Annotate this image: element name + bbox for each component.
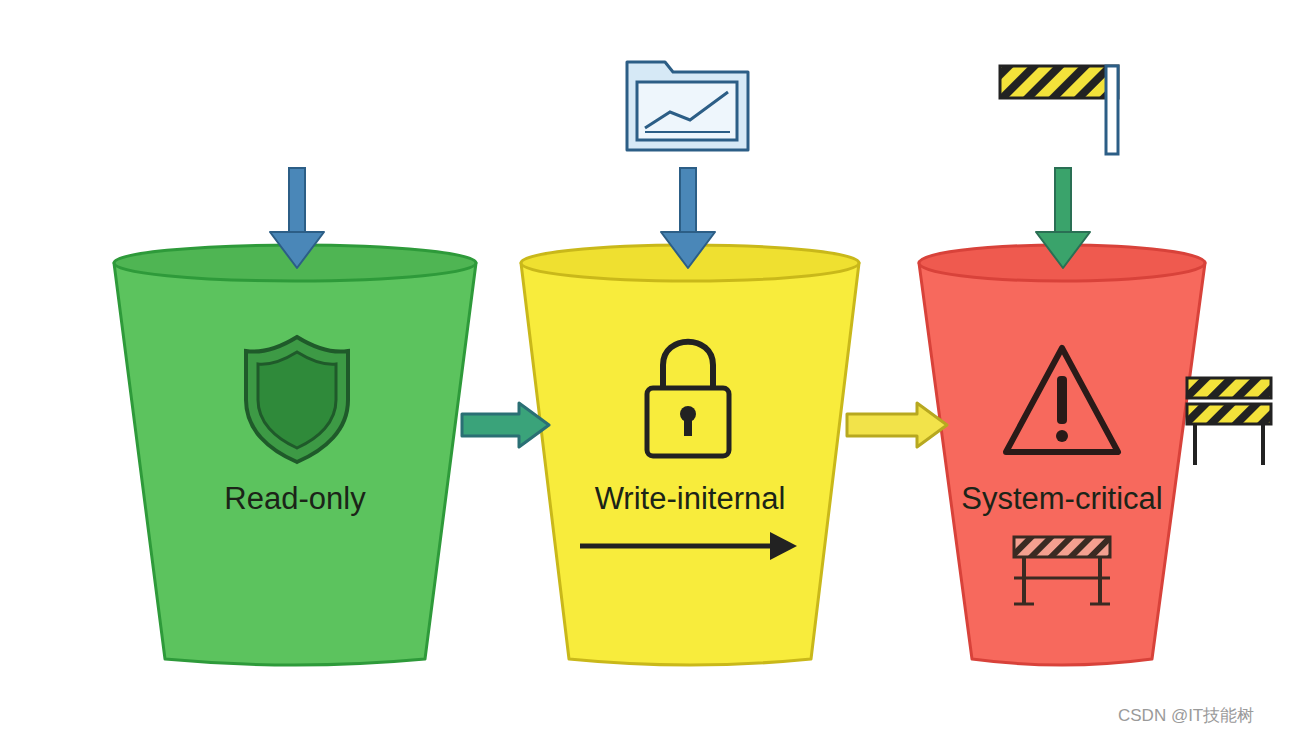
warning-icon [1006,348,1118,452]
bucket-rim [521,245,859,281]
shield-icon [246,337,348,462]
bucket-body [521,263,859,665]
inflow-arrow [1036,168,1090,268]
bucket-rim [114,245,476,281]
bucket-node: Write-initernal [519,243,861,667]
bucket-shape [519,243,861,667]
flow-arrow-shape [462,403,549,447]
inflow-arrow [270,168,324,268]
bucket-label: Read-only [112,481,478,517]
folder-chart-icon [627,62,748,150]
bucket-shape [917,243,1207,667]
flow-arrow [847,403,947,447]
flow-arrow [462,403,549,447]
bucket-label: Write-initernal [519,481,861,517]
bucket-label: System-critical [917,481,1207,517]
inflow-arrow [661,168,715,268]
bucket-body [919,263,1205,665]
barricade-icon [1014,537,1110,604]
watermark: CSDN @IT技能树 [1118,704,1254,727]
bucket-node: System-critical [917,243,1207,667]
bucket-body [114,263,476,665]
padlock-icon [647,342,729,456]
direction-arrow [580,532,797,560]
boom-barrier-icon [1000,66,1118,154]
bucket-node: Read-only [112,243,478,667]
flow-arrow-shape [847,403,947,447]
barricade-icon [1187,378,1271,465]
bucket-rim [919,245,1205,281]
bucket-shape [112,243,478,667]
